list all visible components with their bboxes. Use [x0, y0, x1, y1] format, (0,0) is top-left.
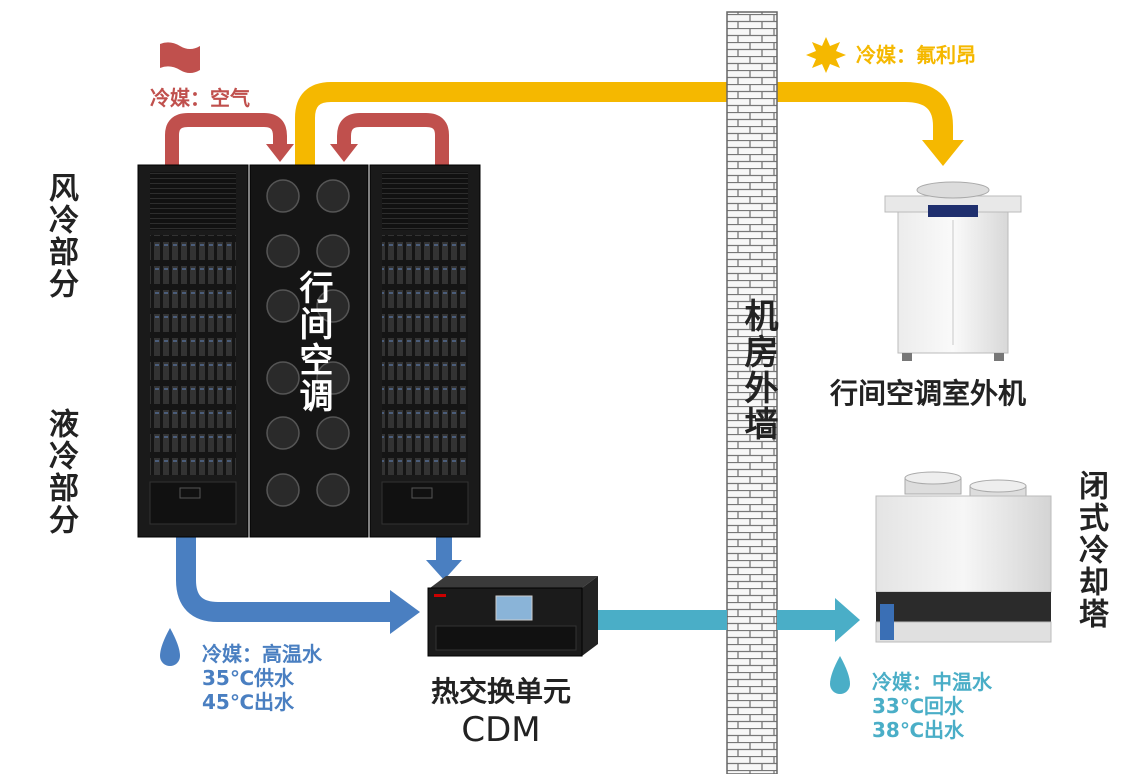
inrow-ac-unit — [249, 164, 369, 538]
machine-room-wall-label: 机房外墙 — [738, 298, 778, 442]
outdoor-unit-label: 行间空调室外机 — [830, 377, 1027, 410]
hot-water-supply-label: 35℃供水 — [202, 666, 295, 690]
liquid-cooled-part-label: 液冷部分 — [43, 408, 78, 536]
server-rack-left — [137, 164, 249, 538]
cdm-unit — [427, 576, 598, 657]
cooling-tower-label: 闭式冷却塔 — [1073, 470, 1108, 630]
flag-icon — [160, 42, 200, 73]
air-refrigerant-label: 冷媒：空气 — [150, 86, 250, 110]
inrow-ac-label: 行间空调 — [293, 270, 333, 414]
cdm-abbr-label: CDM — [461, 710, 541, 750]
mid-water-refrigerant-label: 冷媒：中温水 — [872, 670, 992, 694]
water-drop-right-icon — [830, 656, 850, 694]
freon-flow-arrowhead — [922, 140, 964, 166]
freon-sun-icon — [806, 37, 846, 73]
air-cooled-part-label: 风冷部分 — [43, 172, 78, 300]
mid-water-flow-right — [777, 610, 837, 630]
freon-refrigerant-label: 冷媒：氟利昂 — [856, 43, 976, 67]
air-flow-loop-right — [337, 113, 449, 165]
water-drop-left-icon — [160, 628, 180, 666]
cdm-title-label: 热交换单元 — [430, 675, 571, 708]
mid-water-return-label: 33℃回水 — [872, 694, 965, 718]
server-rack-right — [369, 164, 481, 538]
cooling-tower — [875, 471, 1052, 643]
hot-water-outlet-label: 45℃出水 — [202, 690, 295, 714]
air-flow-loop-left — [165, 113, 287, 165]
hot-water-refrigerant-label: 冷媒：高温水 — [202, 642, 322, 666]
outdoor-ac-unit — [884, 181, 1022, 361]
freon-flow-path — [295, 82, 953, 170]
mid-water-flow-left — [597, 610, 727, 630]
mid-water-arrowhead — [835, 598, 860, 642]
hot-water-flow-path — [176, 536, 392, 622]
machine-room-wall — [726, 11, 778, 774]
hot-water-arrowhead — [390, 590, 420, 634]
mid-water-outlet-label: 38℃出水 — [872, 718, 965, 742]
